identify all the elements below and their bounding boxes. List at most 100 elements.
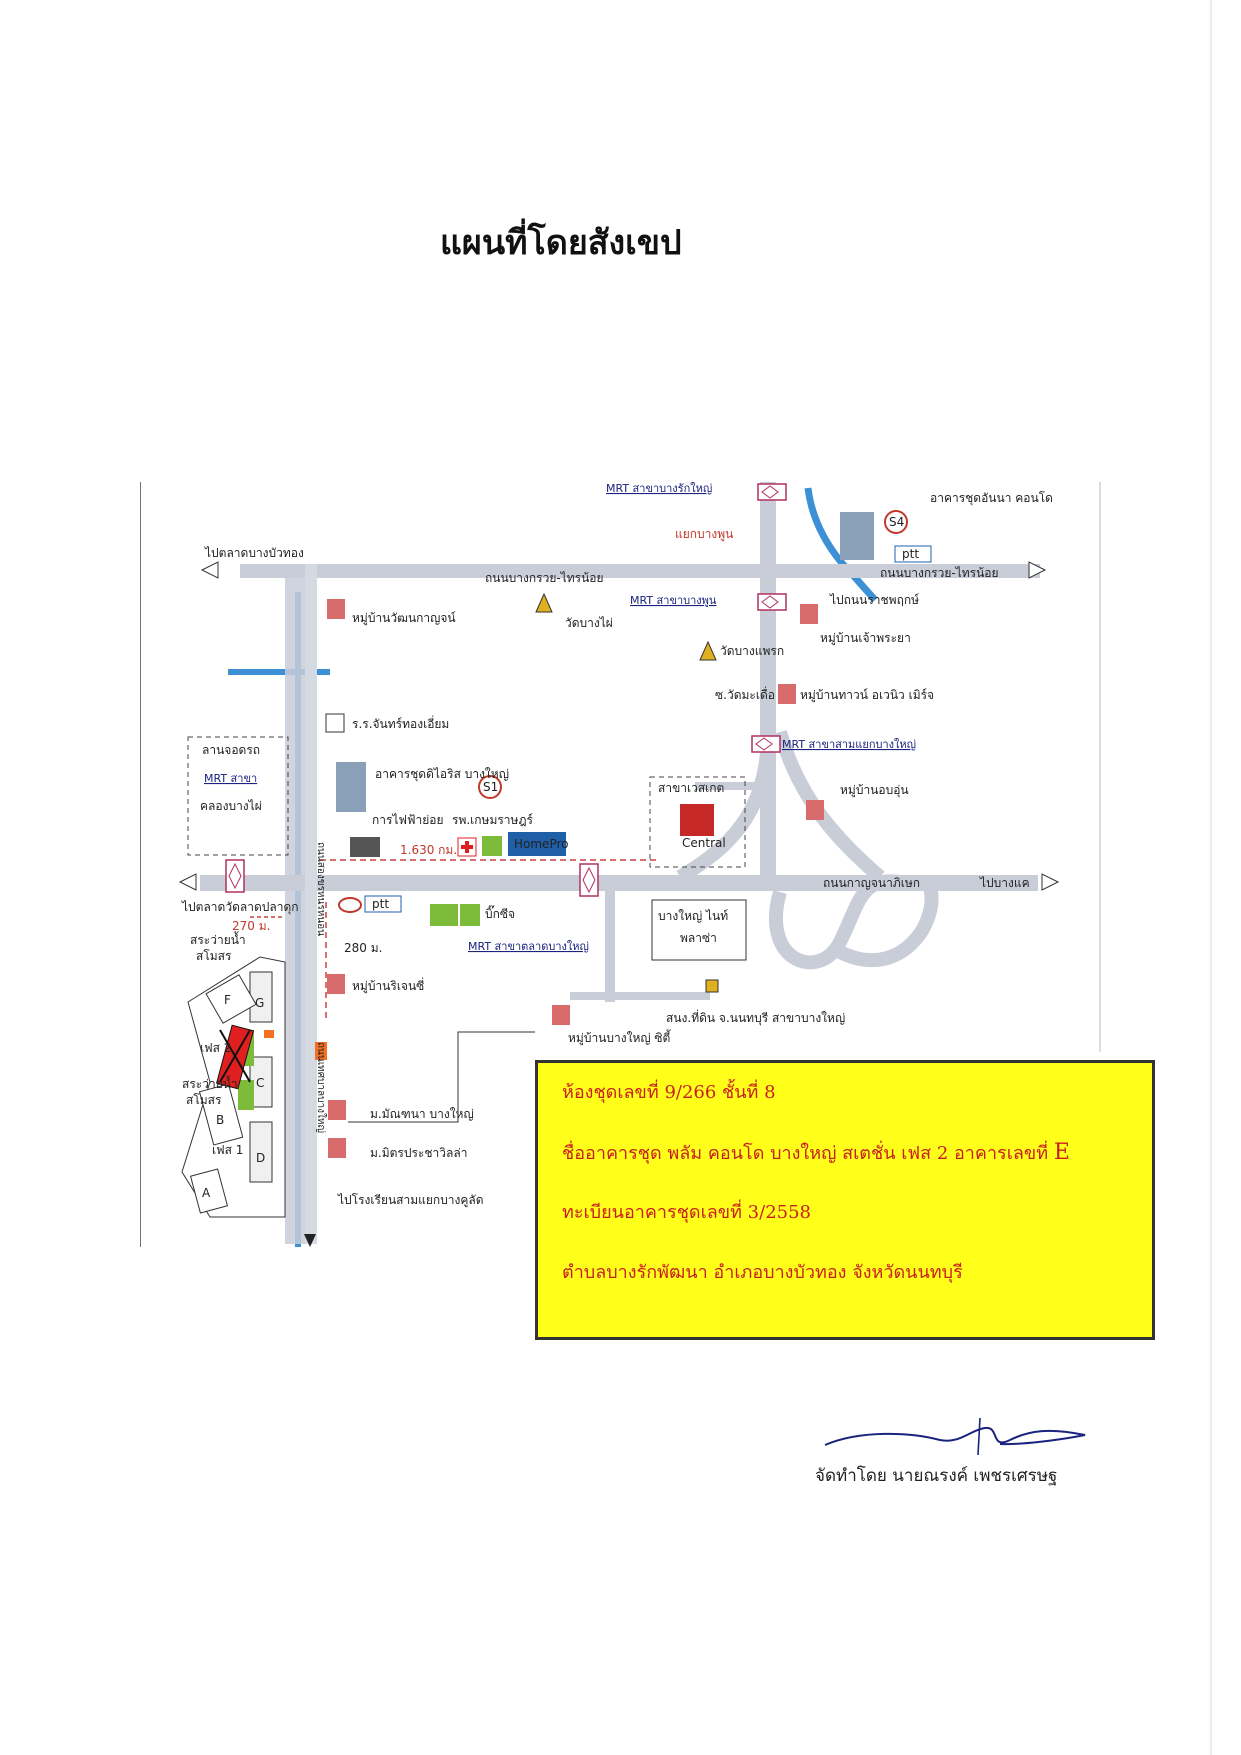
homepro-logo (508, 832, 566, 856)
distance-280-label: 280 ม. (344, 941, 382, 955)
prepared-by-label: จัดทำโดย นายณรงค์ เพชรเศรษฐ (815, 1466, 1058, 1486)
road-north-south (760, 482, 776, 877)
info-building-letter: E (1053, 1140, 1070, 1165)
soi-wat-mafueang-label: ซ.วัดมะเดื่อ (715, 686, 775, 702)
phase-2-label: เฟส 2 (200, 1041, 231, 1055)
s4-badge (884, 510, 908, 534)
road-bang-kruai-label: ถนนบางกรวย-ไทรน้อย (880, 566, 999, 580)
village-icon (328, 1138, 346, 1158)
swimming-pool-2b-label: สโมสร (186, 1093, 222, 1107)
ptt-label: ptt (902, 547, 919, 561)
location-map: MRT สาขาบางรักใหญ่ อาคารชุดอันนา คอนโด S… (140, 482, 1108, 1252)
village-chao-phraya-label: หมู่บ้านเจ้าพระยา (820, 631, 911, 646)
big-c-icon (430, 904, 458, 926)
distance-270-label: 270 ม. (232, 919, 270, 933)
hospital-cross-icon (461, 841, 473, 853)
toyota-logo-icon (338, 897, 362, 913)
land-office-label: สนง.ที่ดิน จ.นนทบุรี สาขาบางใหญ่ (666, 1009, 845, 1026)
village-bangyai-city-label: หมู่บ้านบางใหญ่ ซิตี้ (568, 1029, 671, 1046)
s4-badge-text: S4 (889, 515, 904, 529)
marker-dot (264, 1030, 274, 1038)
swimming-pool-1-label: สระว่ายน้ำ (190, 931, 246, 947)
property-info-box: ห้องชุดเลขที่ 9/266 ชั้นที่ 8 ชื่ออาคารช… (535, 1060, 1155, 1340)
park-ride-label-1: ลานจอดรถ (202, 743, 260, 757)
building-d (249, 1121, 273, 1183)
land-office-icon (705, 979, 719, 993)
building-a (189, 1168, 229, 1214)
village-watthanakan-label: หมู่บ้านวัฒนกาญจน์ (352, 611, 456, 626)
central-logo-icon (680, 804, 714, 836)
condo-unna-label: อาคารชุดอันนา คอนโด (930, 491, 1053, 506)
ptt-logo (894, 545, 932, 563)
phase-1-label: เฟส 1 (212, 1143, 243, 1157)
arrow-left-icon (200, 561, 219, 579)
mrt-bang-phun-label: MRT สาขาบางพูน (630, 594, 717, 607)
village-icon (800, 604, 818, 624)
distance-1630-label: 1.630 กม. (400, 843, 457, 857)
big-c-icon (460, 904, 480, 926)
road-bang-kruai-label: ถนนบางกรวย-ไทรน้อย (485, 571, 604, 585)
swimming-pool-2-label: สระว่ายน้ำ (182, 1075, 238, 1091)
arrow-left-icon (178, 873, 197, 891)
mrt-sam-yaek-bang-yai-label: MRT สาขาสามแยกบางใหญ่ (782, 738, 916, 751)
side-road-bangyai-city (570, 992, 710, 1000)
to-bang-khae-label: ไปบางแค (979, 876, 1030, 890)
seven-eleven-icon (315, 1042, 327, 1060)
village-ri-chen-ri-label: หมู่บ้านริเจนซี่ (352, 977, 424, 994)
road-bang-kruai-sai-noi (240, 564, 1040, 578)
mrt-bang-rak-yai-label: MRT สาขาบางรักใหญ่ (606, 482, 712, 495)
side-road-westgate (695, 782, 775, 790)
electricity-office-icon (350, 837, 380, 857)
village-icon (778, 684, 796, 704)
page-title: แผนที่โดยสังเขป (440, 223, 682, 263)
wat-bang-phraek-label: วัดบางแพรก (720, 644, 784, 658)
mrt-station-icon (225, 859, 245, 893)
central-westgate-label: สาขาเวสเกต (658, 781, 724, 795)
park-ride-label-3: คลองบางไผ่ (200, 799, 262, 813)
building-b-label: B (216, 1113, 224, 1127)
info-room-number: ห้องชุดเลขที่ 9/266 ชั้นที่ 8 (562, 1082, 776, 1103)
condo-iris-label: อาคารชุดดิไอริส บางใหญ่ (375, 767, 509, 782)
bang-yai-plaza-box (651, 899, 747, 961)
mrt-station-icon (757, 593, 787, 611)
village-icon (328, 1100, 346, 1120)
homepro-label: HomePro (514, 837, 568, 851)
road-kanchanaphisek (200, 875, 1038, 891)
temple-icon (699, 640, 717, 661)
mrt-station-icon (751, 735, 781, 753)
mrt-station-icon (757, 483, 787, 501)
road-vertical-label-1: ถนนสองขรหนรหนอน (315, 842, 326, 936)
school-label: ร.ร.จันทร์ทองเอี่ยม (352, 715, 449, 731)
bang-yai-plaza-label-1: บางใหญ่ ไนท์ (658, 909, 728, 923)
mrt-station-icon (579, 863, 599, 897)
hospital-label: รพ.เกษมราษฎร์ (452, 813, 534, 827)
big-c-icon (482, 836, 502, 856)
wat-bang-phai-label: วัดบางไผ่ (565, 616, 613, 630)
building-f (205, 974, 257, 1024)
yaek-bang-phun-label: แยกบางพูน (675, 527, 733, 542)
village-icon (806, 800, 824, 820)
to-talad-bang-bua-thong-label: ไปตลาดบางบัวทอง (204, 546, 304, 560)
village-icon (552, 1005, 570, 1025)
road-vertical-label-2: ถนนเทศบาลบางใหญ่ (315, 1042, 327, 1133)
info-registration: ทะเบียนอาคารชุดเลขที่ 3/2558 (562, 1202, 812, 1223)
to-ratchaphruek-label: ไปถนนราชพฤกษ์ (829, 593, 919, 607)
central-logo-text: Central (682, 836, 726, 850)
village-manthana-label: ม.มัณฑนา บางใหญ่ (370, 1107, 474, 1121)
condo-building-icon (840, 512, 874, 560)
arrow-down-icon (304, 1234, 316, 1247)
park-and-ride-box (187, 736, 289, 856)
building-a-label: A (202, 1186, 211, 1200)
info-address: ตำบลบางรักพัฒนา อำเภอบางบัวทอง จังหวัดนน… (562, 1262, 963, 1283)
info-building-name-text: ชื่ออาคารชุด พลัม คอนโด บางใหญ่ สเตชั่น … (562, 1143, 1054, 1164)
arrow-right-icon (1028, 561, 1047, 579)
ptt-label: ptt (372, 897, 389, 911)
arrow-right-icon (1041, 873, 1060, 891)
village-op-un-label: หมู่บ้านอบอุ่น (840, 783, 909, 798)
ptt-logo (364, 895, 402, 913)
scan-edge (1210, 0, 1212, 1755)
building-b (198, 1083, 244, 1146)
target-x-mark (219, 1029, 251, 1083)
map-canvas: MRT สาขาบางรักใหญ่ อาคารชุดอันนา คอนโด S… (140, 482, 1101, 1247)
interchange-curve-2 (773, 730, 885, 883)
